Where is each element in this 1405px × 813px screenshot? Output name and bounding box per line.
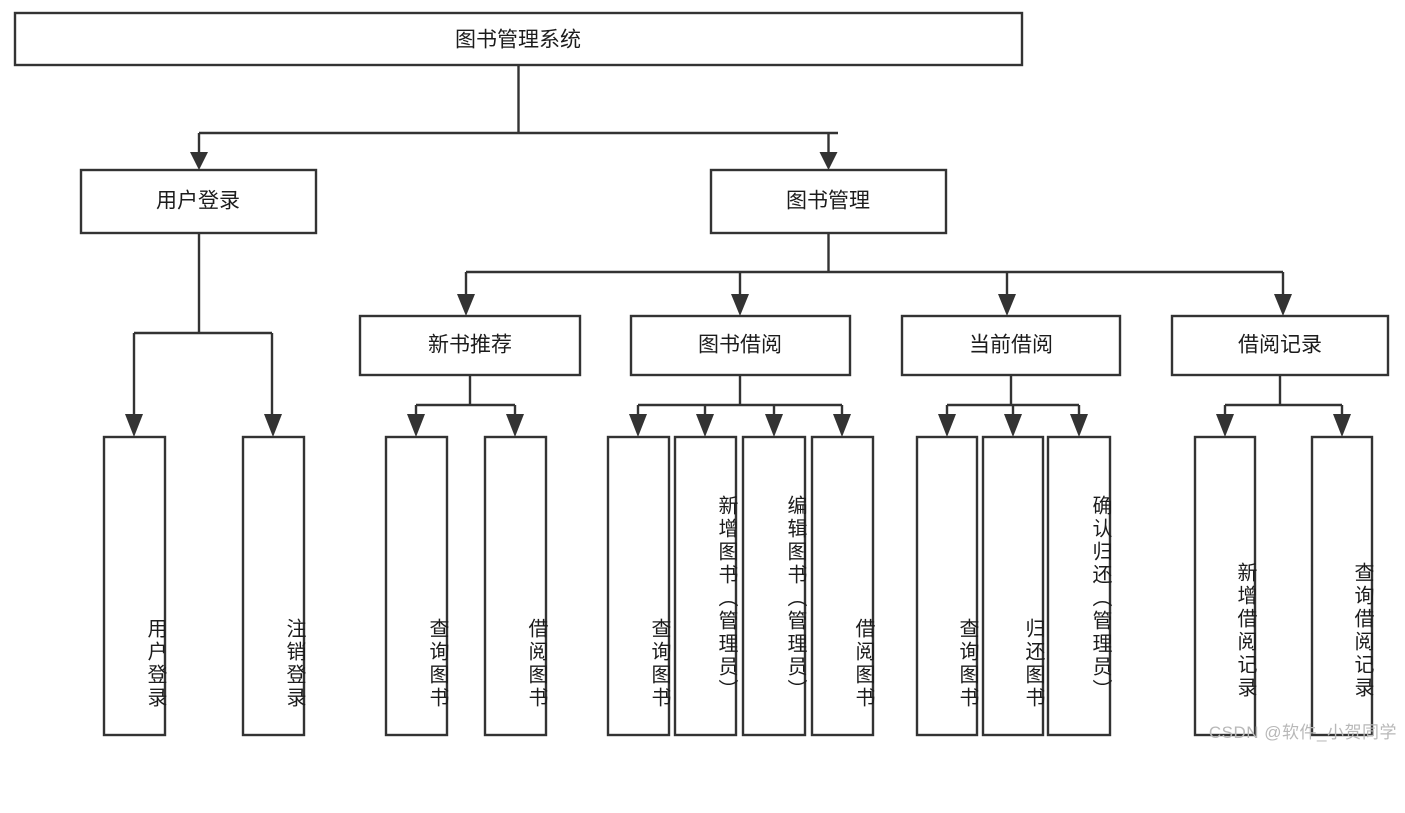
connector-book-borrow-children [636,375,844,420]
leaf-confirm-return-admin-box[interactable] [1046,435,1112,737]
node-book-management-label: 图书管理 [786,190,870,213]
arrow-to-leaf-edit-book-admin [765,414,783,437]
arrow-to-leaf-query-borrow-record [1333,414,1351,437]
connector-book-management-children [464,233,1285,300]
leaf-logout-box[interactable] [241,435,306,737]
connector-current-borrow-children [945,375,1081,420]
node-book-borrow-box[interactable] [629,314,852,377]
arrow-to-book-borrow [731,294,749,316]
node-user-login-label: 用户登录 [156,190,240,213]
arrow-to-leaf-borrow-book-recommend [506,414,524,437]
leaf-borrow-book-box[interactable] [810,435,875,737]
tree-diagram-svg: 图书管理系统 用户登录 图书管理 新书推荐 图书借阅 当前借阅 借阅记录 [13,11,1390,737]
node-borrow-record-label: 借阅记录 [1238,334,1322,357]
leaf-add-borrow-record-box[interactable] [1193,435,1257,737]
leaf-box-layer [102,435,1374,737]
arrow-to-leaf-query-book [629,414,647,437]
connector-new-book-recommend-children [414,375,517,420]
connector-borrow-record-children [1223,375,1344,420]
node-user-login[interactable]: 用户登录 [79,168,318,235]
leaf-borrow-book-recommend-box[interactable] [483,435,548,737]
arrow-to-leaf-logout [264,414,282,437]
arrow-to-leaf-add-borrow-record [1216,414,1234,437]
node-book-management-box[interactable] [709,168,948,235]
node-root-label: 图书管理系统 [455,29,581,52]
arrow-to-current-borrow [998,294,1016,316]
leaf-add-book-admin-box[interactable] [673,435,738,737]
leaf-query-borrow-record-box[interactable] [1310,435,1374,737]
flowchart-canvas: 图书管理系统 用户登录 图书管理 新书推荐 图书借阅 当前借阅 借阅记录 [13,11,1397,742]
node-current-borrow-label: 当前借阅 [969,334,1053,357]
arrow-to-leaf-query-book-current [938,414,956,437]
leaf-user-login-box[interactable] [102,435,167,737]
leaf-query-book-current-box[interactable] [915,435,979,737]
node-book-management[interactable]: 图书管理 [709,168,948,235]
node-borrow-record-box[interactable] [1170,314,1390,377]
connector-layer [125,65,1351,437]
leaf-edit-book-admin-box[interactable] [741,435,807,737]
arrow-to-leaf-return-book [1004,414,1022,437]
arrow-to-leaf-user-login [125,414,143,437]
connector-root-to-level2 [197,65,838,158]
arrow-to-leaf-confirm-return-admin [1070,414,1088,437]
arrow-to-leaf-borrow-book [833,414,851,437]
watermark-text: CSDN @软件_小贺同学 [1208,723,1397,742]
node-book-borrow[interactable]: 图书借阅 [629,314,852,377]
arrow-to-borrow-record [1274,294,1292,316]
connector-user-login-children [132,233,274,420]
leaf-return-book-box[interactable] [981,435,1045,737]
node-user-login-box[interactable] [79,168,318,235]
node-root[interactable]: 图书管理系统 [13,11,1024,67]
node-new-book-recommend-box[interactable] [358,314,582,377]
node-new-book-recommend-label: 新书推荐 [428,334,512,357]
node-borrow-record[interactable]: 借阅记录 [1170,314,1390,377]
arrow-to-book-management [819,152,838,170]
node-book-borrow-label: 图书借阅 [698,334,782,357]
arrow-to-leaf-query-book-recommend [407,414,425,437]
arrow-to-leaf-add-book-admin [696,414,714,437]
leaf-query-book-recommend-box[interactable] [384,435,449,737]
node-root-box[interactable] [13,11,1024,67]
arrow-to-new-book-recommend [457,294,475,316]
arrow-to-user-login [190,152,208,170]
node-new-book-recommend[interactable]: 新书推荐 [358,314,582,377]
node-current-borrow-box[interactable] [900,314,1122,377]
leaf-query-book-box[interactable] [606,435,671,737]
node-current-borrow[interactable]: 当前借阅 [900,314,1122,377]
